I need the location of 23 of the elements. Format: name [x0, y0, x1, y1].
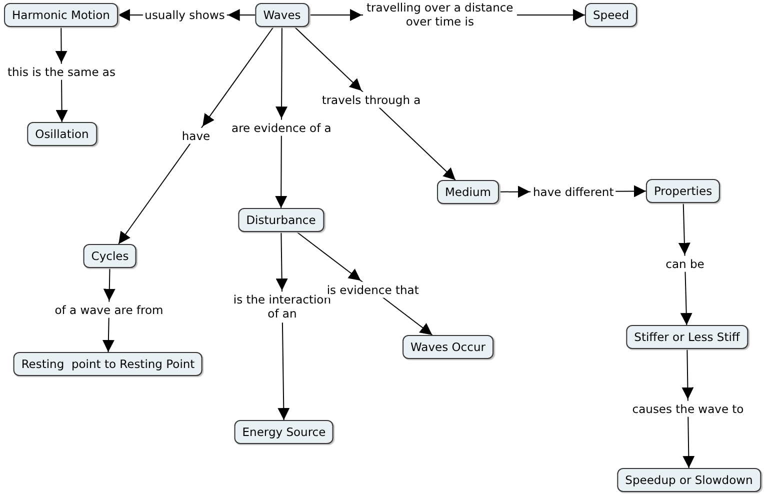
concept-box: Resting point to Resting Point	[13, 352, 203, 376]
concept-box: Waves	[255, 3, 309, 27]
concept-box: Disturbance	[238, 208, 324, 232]
arrow	[275, 26, 288, 208]
concept-box: Properties	[646, 179, 720, 203]
concept-box: Medium	[437, 180, 499, 204]
edge-label: travels through a	[320, 92, 423, 108]
arrow	[294, 26, 456, 180]
concept-box: Osillation	[27, 122, 97, 146]
edge-label: causes the wave to	[630, 400, 746, 417]
concept-box: Cycles	[83, 244, 137, 268]
concept-box: Waves Occur	[402, 335, 494, 359]
edge-label: of a wave are from	[52, 302, 166, 318]
edge-label: this is the same as	[5, 64, 118, 80]
concept-box: Energy Source	[234, 420, 334, 444]
edge-label: can be	[664, 256, 706, 272]
concept-box: Speed	[584, 3, 638, 27]
arrow	[118, 26, 274, 244]
concept-box: Speedup or Slowdown	[617, 468, 761, 492]
concept-box: Harmonic Motion	[4, 3, 118, 27]
edge-label: have	[180, 127, 212, 144]
edge-label: are evidence of a	[230, 120, 334, 136]
concept-box: Stiffer or Less Stiff	[626, 325, 748, 349]
